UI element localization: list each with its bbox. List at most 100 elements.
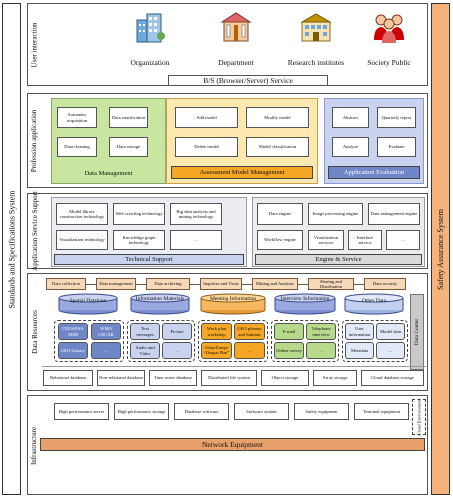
st-cloud-db[interactable]: Cloud database storage (361, 370, 424, 386)
ae-analyze[interactable]: Analyze (332, 137, 369, 157)
evaluation-title-text: Application Evaluation (343, 169, 405, 176)
od-metadata[interactable]: Metadata (345, 342, 374, 359)
assessment-title-text: Assessment Model Management (199, 169, 285, 176)
profession-label-wrap: Profession application (28, 94, 41, 187)
dm-data-stratification[interactable]: Data stratification (109, 107, 148, 128)
st-non-relational[interactable]: Non-relational database (97, 370, 145, 386)
cloud-env-box: Cloud Environment (412, 399, 426, 435)
flow-sharing: Sharing and Distribution (308, 278, 354, 290)
im-picture[interactable]: Picture (162, 323, 192, 340)
flow-mining: Mining and Analysis (252, 278, 298, 290)
spatial-db-container (54, 320, 124, 362)
info-materials-title: Information Materials (135, 296, 185, 302)
meeting-info-title: Meeting Information (210, 296, 256, 302)
sd-geo[interactable]: GEO Library (58, 342, 88, 359)
sd-ceos[interactable]: CEOS/ESA MIM (58, 323, 88, 340)
es-image-processing[interactable]: Image processing engine (308, 203, 363, 225)
infra-software-system[interactable]: Software system (234, 403, 289, 420)
od-more[interactable]: ... (376, 342, 405, 359)
ae-evaluate[interactable]: Evaluate (377, 137, 416, 157)
safety-bar: Safety Assurance System (431, 3, 450, 495)
ii-email[interactable]: E-mail (274, 323, 304, 340)
data-center-label: Data Center (414, 318, 421, 346)
app-support-label: Application Service Support (30, 191, 39, 271)
ts-model-library[interactable]: Model library construction technology (56, 203, 108, 225)
infra-database-software[interactable]: Database software (174, 403, 229, 420)
ts-visualization[interactable]: Visualization technology (56, 230, 108, 250)
es-data-management-engine[interactable]: Data management engine (368, 203, 420, 225)
ts-more[interactable]: ... (170, 230, 222, 250)
bs-service-label: B/S (Browser/Server) Service (203, 76, 293, 85)
ts-web-crawling[interactable]: Web crawling technology (113, 203, 165, 225)
es-workflow[interactable]: Workflow engine (257, 230, 303, 250)
flow-data-management: Data management (96, 278, 136, 290)
data-resources-layer: Data Resources Data Center Data collecti… (27, 273, 428, 391)
im-more[interactable]: ... (162, 342, 192, 359)
ae-abstract[interactable]: Abstract (332, 107, 369, 128)
department-label: Department (218, 58, 254, 67)
assessment-title: Assessment Model Management (171, 166, 313, 179)
society-public-label: Society Public (367, 58, 411, 67)
sd-wmo[interactable]: WMO OSCAR (91, 323, 121, 340)
dm-data-cleaning[interactable]: Data cleaning (57, 137, 97, 157)
storage-row (42, 366, 426, 367)
es-data-engine[interactable]: Data engine (257, 203, 303, 225)
data-resources-label: Data Resources (30, 310, 39, 354)
user-interaction-label: User interaction (30, 22, 39, 67)
other-data-title: Other Data (361, 298, 387, 304)
research-institutes-icon (298, 9, 334, 45)
od-user-info[interactable]: User information (345, 323, 374, 340)
info-materials-header: Information Materials (130, 293, 190, 315)
infrastructure-frame (27, 395, 428, 495)
data-management-title-text: Data Management (84, 170, 133, 177)
st-relational[interactable]: Relational database (43, 370, 93, 386)
ts-big-data[interactable]: Big data analysis and mining technology (170, 203, 222, 225)
interview-info-title: Interview Information (280, 296, 330, 302)
infra-safety-equipment[interactable]: Safety equipment (294, 403, 349, 420)
technical-title: Technical Support (54, 254, 244, 265)
mi-workshop[interactable]: Work plan workshop (201, 323, 232, 340)
meeting-info-header: Meeting Information (200, 293, 266, 315)
app-support-layer: Application Service Support Model librar… (27, 191, 428, 271)
od-model-data[interactable]: Model data (376, 323, 405, 340)
mi-more[interactable]: ... (234, 342, 265, 359)
am-modify-model[interactable]: Modify model (246, 107, 309, 128)
am-model-classification[interactable]: Model classification (246, 137, 309, 157)
st-object[interactable]: Object storage (261, 370, 309, 386)
im-text[interactable]: Text messages (130, 323, 160, 340)
infra-hp-server[interactable]: High performance server (54, 403, 109, 420)
safety-label: Safety Assurance System (436, 208, 445, 290)
st-time-series[interactable]: Time series database (149, 370, 197, 386)
flow-data-security: Data security (364, 278, 406, 290)
mi-geo-plenary[interactable]: GEO plenary and Summit (234, 323, 265, 340)
organization-label: Organization (130, 58, 170, 67)
ts-knowledge-graph[interactable]: Knowledge graph technology (113, 230, 165, 250)
infra-terminal-equipment[interactable]: Terminal equipment (354, 403, 409, 420)
am-delete-model[interactable]: Delete model (175, 137, 238, 157)
research-institutes-label: Research institutes (287, 58, 345, 67)
es-visualization-services[interactable]: Visualization services (308, 230, 344, 250)
evaluation-title: Application Evaluation (328, 166, 420, 179)
infra-hp-storage[interactable]: High performance storage (114, 403, 169, 420)
ii-telephone[interactable]: Telephone interview (306, 323, 336, 340)
mi-dragon-plan[interactable]: China-Europe “Dragon Plan” (201, 342, 232, 359)
st-array[interactable]: Array storage (313, 370, 357, 386)
interview-info-container (271, 320, 339, 362)
im-audio-video[interactable]: Audio and Video (130, 342, 160, 359)
ii-online-survey[interactable]: Online survey (274, 342, 304, 359)
data-management-title: Data Management (66, 168, 151, 179)
profession-label: Profession application (30, 109, 39, 172)
ii-more[interactable]: ... (306, 342, 336, 359)
st-distributed-fs[interactable]: Distributed file system (201, 370, 257, 386)
data-center-bar: Data Center (410, 294, 424, 370)
dm-automatic-acquisition[interactable]: Automatic acquisition (57, 107, 97, 128)
es-interface-service[interactable]: Interface service (348, 230, 382, 250)
standards-bar: Standards and Specifications System (2, 3, 21, 495)
other-data-container (342, 320, 408, 362)
sd-more[interactable]: ... (91, 342, 121, 359)
es-more[interactable]: ... (386, 230, 420, 250)
ae-quarterly-report[interactable]: Quarterly report (377, 107, 416, 128)
info-materials-container (127, 320, 195, 362)
am-add-model[interactable]: Add model (175, 107, 238, 128)
dm-data-storage[interactable]: Data storage (109, 137, 148, 157)
